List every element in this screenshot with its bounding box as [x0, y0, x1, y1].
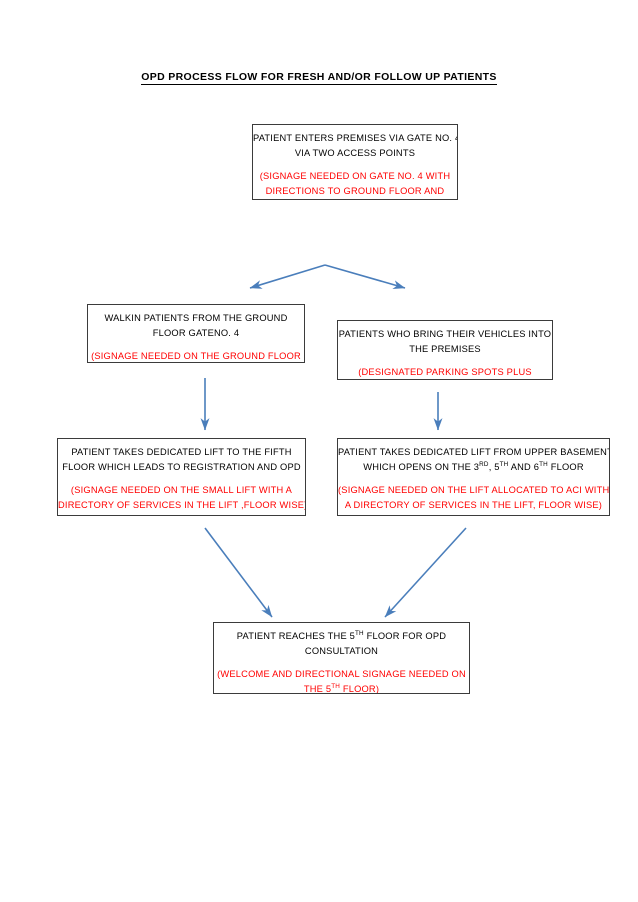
text-line: (WELCOME AND DIRECTIONAL SIGNAGE NEEDED … [217, 669, 466, 679]
flow-node-reaches-main: PATIENT REACHES THE 5TH FLOOR FOR OPD CO… [214, 629, 469, 658]
flow-node-walkin: WALKIN PATIENTS FROM THE GROUND FLOOR GA… [87, 304, 305, 363]
flow-node-entry: PATIENT ENTERS PREMISES VIA GATE NO. 4 V… [252, 124, 458, 200]
flow-node-reaches: PATIENT REACHES THE 5TH FLOOR FOR OPD CO… [213, 622, 470, 694]
text-line: (SIGNAGE NEEDED ON THE SMALL LIFT WITH A [70, 485, 293, 495]
flow-node-vehicles-note: (DESIGNATED PARKING SPOTS PLUS [338, 365, 552, 379]
flow-node-vehicles-main: PATIENTS WHO BRING THEIR VEHICLES INTO T… [338, 327, 552, 356]
flow-node-lift-fifth: PATIENT TAKES DEDICATED LIFT TO THE FIFT… [57, 438, 306, 516]
flow-node-entry-note: (SIGNAGE NEEDED ON GATE NO. 4 WITH DIREC… [253, 169, 457, 198]
connector-entry-to-walkin [249, 264, 326, 289]
flow-node-walkin-note: (SIGNAGE NEEDED ON THE GROUND FLOOR [88, 349, 304, 362]
text-line: (SIGNAGE NEEDED ON THE GROUND FLOOR [91, 351, 301, 361]
text-line: DIRECTIONS TO GROUND FLOOR AND [265, 185, 445, 196]
text-line: FLOOR WHICH LEADS TO REGISTRATION AND OP… [62, 461, 301, 472]
flow-node-lift-fifth-main: PATIENT TAKES DEDICATED LIFT TO THE FIFT… [58, 445, 305, 474]
flow-node-lift-basement: PATIENT TAKES DEDICATED LIFT FROM UPPER … [337, 438, 610, 516]
text-line: PATIENT TAKES DEDICATED LIFT TO THE FIFT… [71, 447, 292, 457]
text-line: (SIGNAGE NEEDED ON THE LIFT ALLOCATED TO… [338, 485, 610, 495]
page-title: OPD PROCESS FLOW FOR FRESH AND/OR FOLLOW… [0, 71, 638, 85]
text-line: PATIENT ENTERS PREMISES VIA GATE NO. 4 [253, 133, 458, 143]
text-line: PATIENTS WHO BRING THEIR VEHICLES INTO [338, 329, 552, 339]
page-title-text: OPD PROCESS FLOW FOR FRESH AND/OR FOLLOW… [141, 71, 497, 85]
text-line: FLOOR GATENO. 4 [152, 327, 240, 338]
text-line: WALKIN PATIENTS FROM THE GROUND [104, 313, 288, 323]
flow-node-reaches-note: (WELCOME AND DIRECTIONAL SIGNAGE NEEDED … [214, 667, 469, 694]
flow-node-entry-main: PATIENT ENTERS PREMISES VIA GATE NO. 4 V… [253, 131, 457, 160]
text-line: CONSULTATION [304, 645, 379, 656]
text-line: (SIGNAGE NEEDED ON GATE NO. 4 WITH [259, 171, 451, 181]
connector-lift-basement-to-reaches [384, 527, 467, 618]
text-line: DIRECTORY OF SERVICES IN THE LIFT ,FLOOR… [58, 499, 306, 510]
connector-entry-to-vehicles [324, 264, 406, 290]
text-line: A DIRECTORY OF SERVICES IN THE LIFT, FLO… [344, 499, 603, 510]
text-line: PATIENT REACHES THE 5TH FLOOR FOR OPD [236, 629, 447, 641]
flow-node-walkin-main: WALKIN PATIENTS FROM THE GROUND FLOOR GA… [88, 311, 304, 340]
text-line: VIA TWO ACCESS POINTS [294, 147, 416, 158]
text-line: WHICH OPENS ON THE 3RD, 5TH AND 6TH FLOO… [363, 460, 584, 472]
text-line: THE PREMISES [409, 343, 481, 354]
flow-node-lift-basement-note: (SIGNAGE NEEDED ON THE LIFT ALLOCATED TO… [338, 483, 609, 512]
text-line: PATIENT TAKES DEDICATED LIFT FROM UPPER … [338, 447, 610, 457]
flow-node-vehicles: PATIENTS WHO BRING THEIR VEHICLES INTO T… [337, 320, 553, 380]
connector-lift-fifth-to-reaches [204, 527, 273, 618]
flow-node-lift-basement-main: PATIENT TAKES DEDICATED LIFT FROM UPPER … [338, 445, 609, 474]
text-line: (DESIGNATED PARKING SPOTS PLUS [358, 367, 532, 377]
text-line: THE 5TH FLOOR) [303, 682, 380, 694]
flow-node-lift-fifth-note: (SIGNAGE NEEDED ON THE SMALL LIFT WITH A… [58, 483, 305, 512]
